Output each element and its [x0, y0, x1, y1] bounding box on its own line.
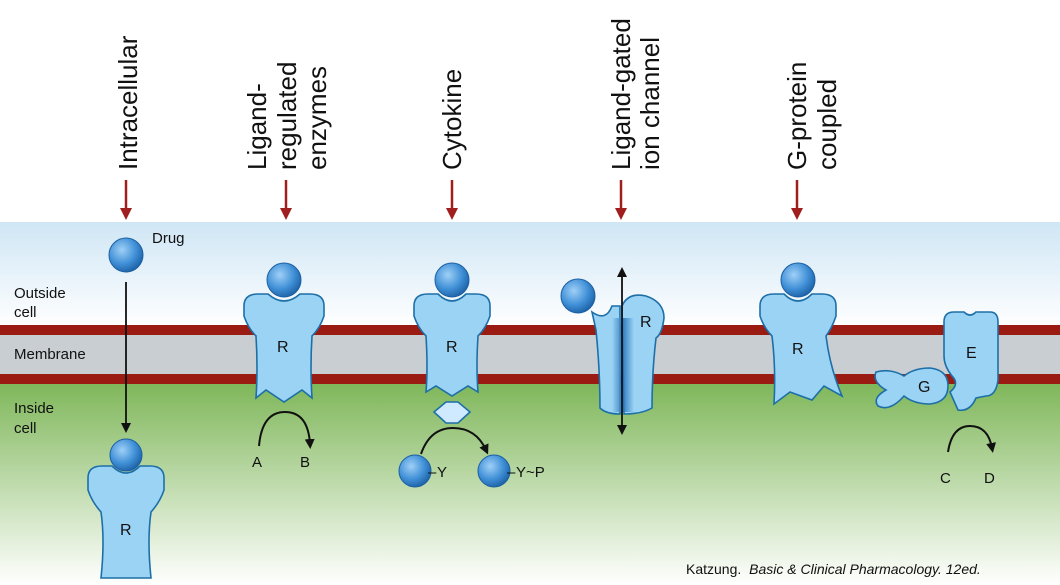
receptor-label-gpcr: R: [792, 341, 804, 358]
receptor-label-ion-channel: R: [640, 314, 652, 331]
effector-enzyme-icon: [943, 311, 999, 412]
drug-sphere-icon: [108, 237, 144, 273]
receptor-label-cytokine: R: [446, 339, 458, 356]
stat-p-sphere-icon: [477, 454, 511, 488]
phosphorylation-arrow: [420, 426, 489, 455]
inside-cell-region: [0, 384, 1060, 585]
ion-pore-icon: [612, 318, 634, 412]
drug-label: Drug: [152, 230, 185, 247]
membrane-label: Membrane: [14, 346, 86, 363]
gpcr-drug-sphere-icon: [780, 262, 816, 298]
stat-y-label: Y: [437, 464, 447, 481]
cytokine-receptor-icon: [413, 293, 491, 397]
bound-drug-sphere-icon: [109, 438, 143, 472]
membrane-bottom-band: [0, 374, 1060, 384]
intracellular-receptor-icon: [87, 465, 165, 579]
membrane-top-band: [0, 325, 1060, 335]
cytokine-drug-sphere-icon: [434, 262, 470, 298]
enzyme-drug-sphere-icon: [266, 262, 302, 298]
effector-label: E: [966, 345, 977, 362]
stat-p-dash: –: [507, 464, 516, 481]
stat-sphere-icon: [398, 454, 432, 488]
gpcr-receptor-icon: [759, 293, 844, 406]
enzyme-substrate-a: A: [252, 454, 262, 471]
effector-reaction-arrow: [947, 424, 997, 453]
header-gprotein-2: coupled: [812, 79, 842, 170]
header-ligand-enzymes-3: enzymes: [302, 66, 332, 170]
citation-title: Basic & Clinical Pharmacology. 12ed.: [749, 561, 981, 577]
g-protein-label: G: [918, 379, 930, 396]
stat-y-dash: –: [428, 464, 437, 481]
effector-substrate-c: C: [940, 470, 951, 487]
g-protein-icon: [874, 367, 949, 409]
jak-kinase-icon: [432, 401, 472, 424]
enzyme-product-b: B: [300, 454, 310, 471]
header-cytokine: Cytokine: [437, 69, 467, 170]
outside-label-1: Outside: [14, 285, 66, 302]
header-intracellular: Intracellular: [113, 35, 143, 170]
outside-label-2: cell: [14, 304, 37, 321]
citation-author: Katzung.: [686, 561, 741, 577]
header-ion-channel-1: Ligand-gated: [606, 18, 636, 170]
stat-yp-label: Y~P: [516, 464, 545, 481]
header-ligand-enzymes-1: Ligand-: [242, 83, 272, 170]
header-ligand-enzymes-2: regulated: [272, 62, 302, 170]
enzyme-reaction-arrow: [258, 410, 315, 449]
outside-cell-region: [0, 222, 1060, 328]
receptor-label-enzymes: R: [277, 339, 289, 356]
receptor-label-intracellular: R: [120, 522, 132, 539]
inside-label-2: cell: [14, 420, 37, 437]
header-gprotein-1: G-protein: [782, 62, 812, 170]
effector-product-d: D: [984, 470, 995, 487]
membrane-region: [0, 334, 1060, 374]
enzyme-receptor-icon: [243, 293, 325, 403]
inside-label-1: Inside: [14, 400, 54, 417]
citation: Katzung. Basic & Clinical Pharmacology. …: [686, 561, 981, 577]
header-ion-channel-2: ion channel: [635, 37, 665, 170]
ion-channel-drug-sphere-icon: [560, 278, 596, 314]
